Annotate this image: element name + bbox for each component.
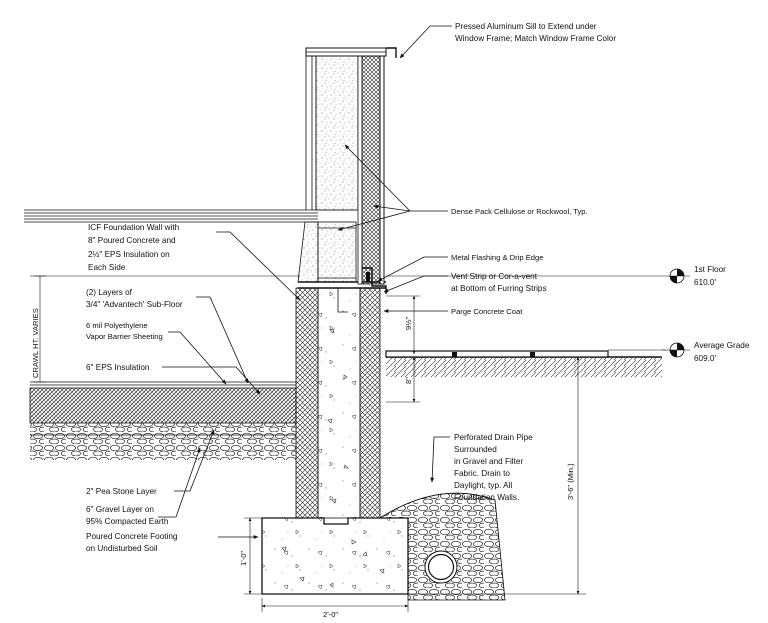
- label-icf-3: 2½" EPS Insulation on: [88, 250, 170, 259]
- dim-curb: 9½": [404, 316, 413, 330]
- label-drain-5: Daylight, typ. All: [454, 481, 512, 490]
- label-eps: 6" EPS Insulation: [86, 363, 150, 372]
- icf-wall: [295, 287, 381, 519]
- leader-lines: [158, 25, 452, 539]
- label-icf-2: 8" Poured Concrete and: [88, 236, 176, 245]
- floor-system: [24, 209, 386, 289]
- crawl-floor: [29, 381, 297, 460]
- dim-footing-width: 2'-0": [323, 610, 338, 619]
- label-parge: Parge Concrete Coat: [451, 307, 523, 316]
- level-grade-elev: 609.0': [694, 354, 716, 363]
- label-cellulose: Dense Pack Cellulose or Rockwool, Typ.: [451, 207, 588, 216]
- label-sill-1: Pressed Aluminum Sill to Extend under: [455, 22, 597, 31]
- label-drain-6: Foundation Walls.: [454, 493, 519, 502]
- label-pea-stone: 2" Pea Stone Layer: [86, 487, 157, 496]
- label-vapor-1: 6 mil Polyethylene: [86, 321, 148, 330]
- level-grade-name: Average Grade: [694, 341, 750, 350]
- label-vent-2: at Bottom of Furring Strips: [451, 284, 547, 293]
- drain-gravel: [378, 492, 506, 601]
- footing: [261, 517, 409, 595]
- label-footing-1: Poured Concrete Footing: [86, 532, 178, 541]
- label-gravel-1: 6" Gravel Layer on: [86, 505, 154, 514]
- label-footing-2: on Undisturbed Soil: [86, 544, 158, 553]
- level-first-floor-elev: 610.0': [694, 278, 716, 287]
- label-flashing: Metal Flashing & Drip Edge: [451, 253, 543, 262]
- dim-grade-drop: 8": [404, 377, 413, 384]
- level-marker-first-floor: 1st Floor 610.0': [666, 265, 726, 287]
- label-subfloor-2: 3/4" 'Advantech' Sub-Floor: [86, 300, 183, 309]
- exterior-grade: [385, 350, 662, 377]
- label-vapor-2: Vapor Barrier Sheeting: [86, 332, 163, 341]
- label-vent-1: Vent Strip or Cor-a-vent: [451, 272, 538, 281]
- dim-footing-height: 1'-0": [239, 551, 248, 566]
- drain-pipe: [424, 550, 458, 584]
- level-marker-grade: Average Grade 609.0': [662, 341, 750, 363]
- label-drain-1: Perforated Drain Pipe: [454, 433, 533, 442]
- dim-crawl-height: CRAWL HT. VARIES: [31, 308, 40, 378]
- label-icf-1: ICF Foundation Wall with: [88, 223, 180, 232]
- label-gravel-2: 95% Compacted Earth: [86, 517, 169, 526]
- level-first-floor-name: 1st Floor: [694, 265, 726, 274]
- label-sill-2: Window Frame; Match Window Frame Color: [455, 34, 616, 43]
- dim-depth-min: 3'-6" (Min.): [566, 463, 575, 500]
- upper-wall: [305, 47, 397, 294]
- label-subfloor-1: (2) Layers of: [86, 288, 133, 297]
- label-drain-4: Fabric. Drain to: [454, 469, 510, 478]
- label-drain-3: in Gravel and Filter: [454, 457, 523, 466]
- label-icf-4: Each Side: [88, 263, 126, 272]
- label-drain-2: Surrounded: [454, 445, 497, 454]
